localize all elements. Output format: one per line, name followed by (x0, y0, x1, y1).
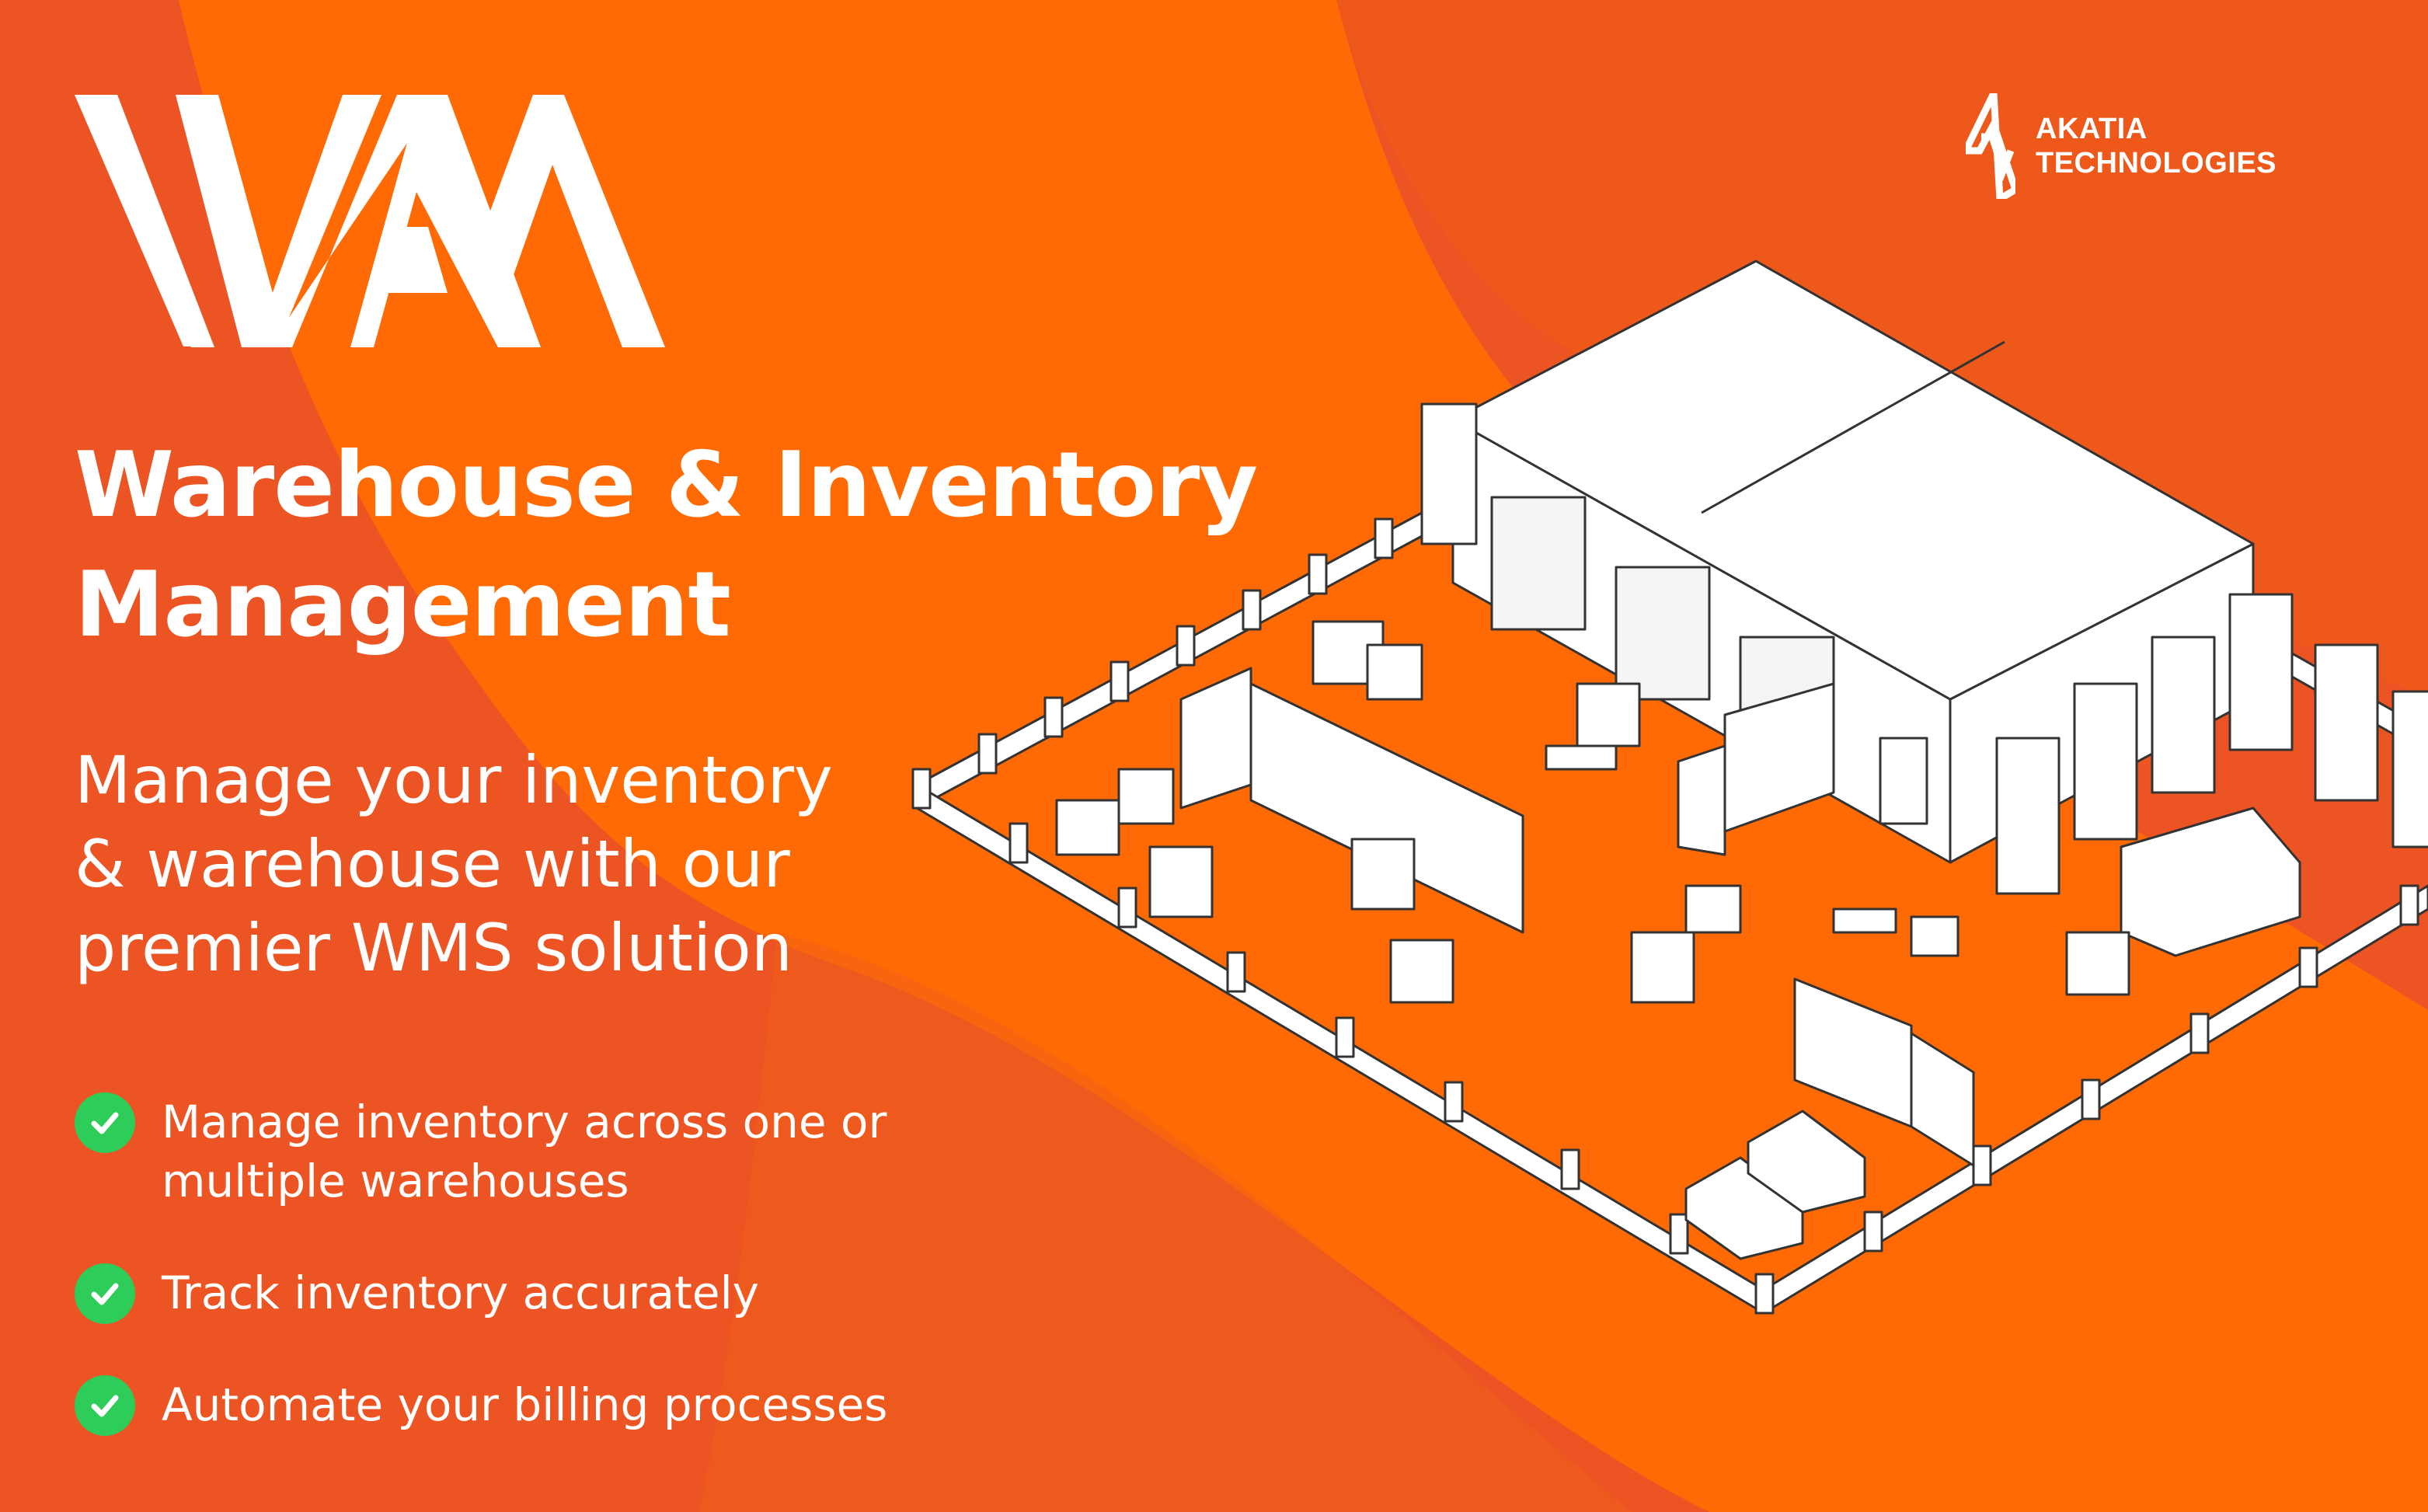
cars (1684, 1110, 1866, 1260)
wam-logo (75, 95, 665, 347)
pallets-and-boxes (1055, 620, 2130, 1004)
page-title: Warehouse & Inventory Management (75, 426, 1258, 665)
delivery-truck (1677, 682, 2301, 1167)
subtitle: Manage your inventory & warehouse with o… (75, 738, 929, 990)
feature-item: Automate your billing processes (75, 1375, 888, 1436)
feature-text: Automate your billing processes (162, 1378, 888, 1431)
feature-item: Track inventory accurately (75, 1263, 759, 1324)
feature-text: Track inventory accurately (162, 1266, 760, 1319)
pillars (1995, 593, 2428, 895)
feature-text: multiple warehouses (162, 1155, 629, 1207)
company-name-line1: AKATIA (2036, 113, 2148, 145)
company-name-line2: TECHNOLOGIES (2036, 147, 2277, 179)
trailer-truck (1179, 667, 1524, 934)
akatia-mark-icon (1966, 93, 2015, 199)
title-line-2: Management (75, 552, 731, 657)
subtitle-line-2: & warehouse with our (75, 826, 790, 902)
fence-posts (911, 517, 2419, 1315)
check-circle-icon (75, 1375, 135, 1436)
feature-item: Manage inventory across one or multiple w… (75, 1092, 887, 1211)
check-circle-icon (75, 1092, 135, 1153)
feature-text: Manage inventory across one or (162, 1096, 887, 1148)
subtitle-line-3: premier WMS solution (75, 910, 792, 986)
subtitle-line-1: Manage your inventory (75, 742, 833, 818)
akatia-technologies-logo: AKATIA TECHNOLOGIES (1966, 93, 2276, 199)
check-circle-icon (75, 1263, 135, 1324)
title-line-1: Warehouse & Inventory (75, 433, 1258, 538)
